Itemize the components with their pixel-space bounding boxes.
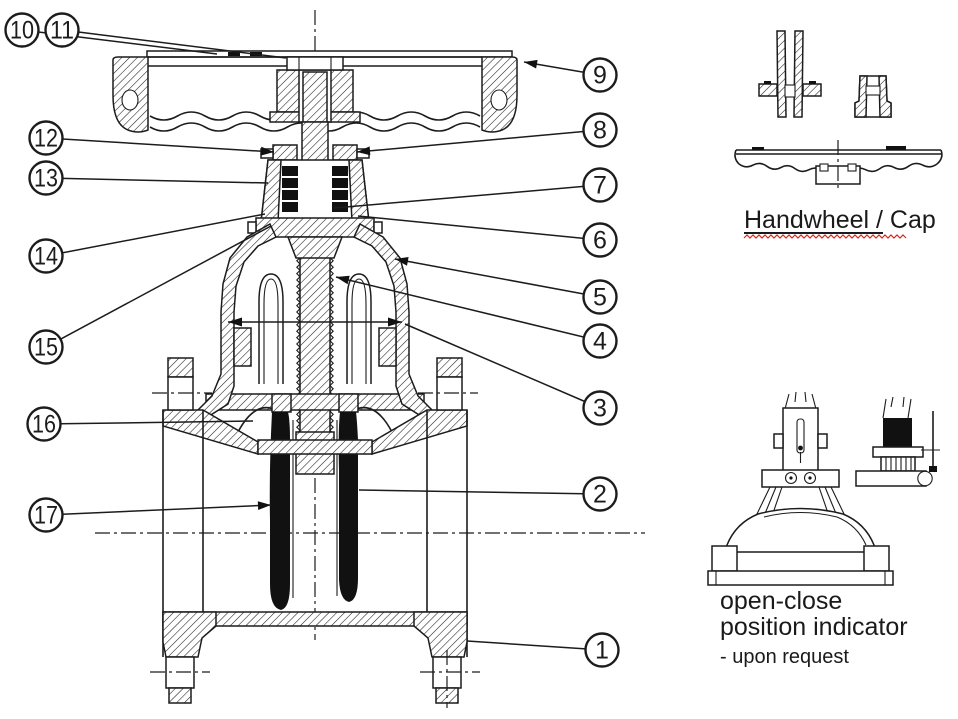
position-indicator-label-line2: position indicator — [720, 613, 908, 641]
valve-body — [162, 409, 468, 658]
callout-number-8: 8 — [593, 116, 607, 144]
callout-circle-7 — [582, 167, 618, 203]
gate-valve-section-drawing — [95, 10, 645, 708]
callout-circle-6 — [582, 222, 618, 258]
callout-circle-4 — [582, 323, 618, 359]
iso-cap-small — [854, 75, 892, 118]
stem-thread-zigzag — [296, 231, 334, 457]
callout-number-6: 6 — [593, 226, 607, 254]
spellcheck-squiggle — [743, 234, 907, 239]
callout-circle-2 — [582, 476, 618, 512]
callout-14: 14 — [28, 213, 266, 274]
callout-17: 17 — [28, 497, 272, 533]
callout-number-10: 10 — [10, 16, 34, 44]
callout-circle-15 — [28, 329, 64, 365]
handwheel-side-profile — [734, 140, 943, 191]
position-indicator-figure — [707, 391, 940, 586]
wedge-gate — [237, 393, 393, 610]
callout-12: 12 — [28, 120, 275, 156]
callout-2: 2 — [358, 476, 618, 512]
callout-4: 4 — [335, 275, 618, 359]
callout-number-2: 2 — [593, 480, 607, 508]
callout-11: 11 — [44, 12, 287, 59]
callout-number-5: 5 — [593, 283, 607, 311]
handwheel-cap-label-rest: Cap — [882, 206, 936, 234]
callout-13: 13 — [28, 160, 269, 196]
callout-circle-14 — [28, 238, 64, 274]
callout-6: 6 — [357, 215, 618, 258]
position-indicator-label: open-close position indicator - upon req… — [720, 588, 908, 668]
callout-number-9: 9 — [593, 61, 607, 89]
indicator-detail-view — [855, 396, 940, 487]
handwheel — [112, 50, 518, 133]
callout-circle-16 — [26, 406, 62, 442]
callout-number-7: 7 — [593, 171, 607, 199]
callout-10: 10 — [4, 12, 218, 55]
callout-number-12: 12 — [34, 124, 58, 152]
position-indicator-label-line1: open-close — [720, 587, 843, 615]
callout-circle-13 — [28, 160, 64, 196]
callout-circle-5 — [582, 279, 618, 315]
callout-number-14: 14 — [34, 242, 58, 270]
callout-number-16: 16 — [32, 410, 56, 438]
wedge-width-dimension-line — [228, 317, 402, 327]
callout-8: 8 — [356, 112, 618, 156]
callout-7: 7 — [333, 167, 618, 209]
callout-number-3: 3 — [593, 394, 607, 422]
callout-5: 5 — [394, 257, 618, 315]
callout-circle-10 — [4, 12, 40, 48]
callout-circle-8 — [582, 112, 618, 148]
wedge-rubber-lining-left — [269, 412, 290, 610]
callout-number-17: 17 — [34, 501, 58, 529]
callout-circle-11 — [44, 12, 80, 48]
wedge-rubber-lining-right — [338, 412, 358, 602]
callout-3: 3 — [404, 323, 618, 426]
callout-circle-17 — [28, 497, 64, 533]
callout-number-11: 11 — [50, 16, 74, 44]
indicator-main-view — [707, 391, 894, 586]
callout-number-15: 15 — [34, 333, 58, 361]
position-indicator-label-line3: - upon request — [720, 646, 849, 668]
callout-circle-12 — [28, 120, 64, 156]
iso-cap-large — [758, 30, 822, 118]
handwheel-cap-label: Handwheel / Cap — [744, 206, 936, 235]
callout-circle-9 — [582, 57, 618, 93]
callout-circle-3 — [582, 390, 618, 426]
callout-9: 9 — [523, 57, 618, 93]
callout-circle-1 — [584, 632, 620, 668]
callout-15: 15 — [28, 225, 272, 365]
handwheel-cap-figure — [734, 30, 943, 191]
flange-bolts — [150, 357, 480, 708]
callout-1: 1 — [466, 632, 620, 668]
callout-number-4: 4 — [593, 327, 607, 355]
callout-number-1: 1 — [595, 636, 609, 664]
handwheel-cap-label-underlined: Handwheel / — [744, 206, 883, 234]
callout-number-13: 13 — [34, 164, 58, 192]
callout-16: 16 — [26, 406, 254, 442]
